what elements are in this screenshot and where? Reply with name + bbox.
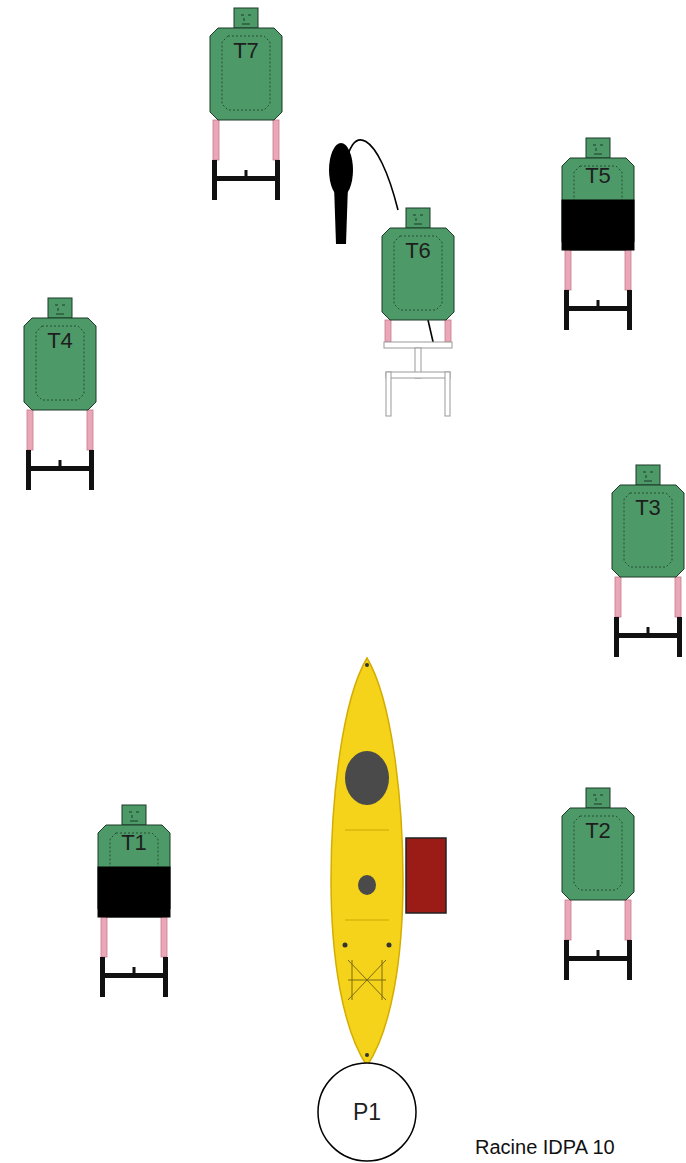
- cable: [345, 140, 398, 210]
- target-outline: [562, 788, 634, 900]
- barricade-box: [406, 838, 446, 913]
- position-label: P1: [317, 1099, 417, 1126]
- target-outline: [562, 138, 634, 250]
- target-number: T2: [562, 818, 634, 844]
- target-number: T4: [24, 328, 96, 354]
- target: T3: [612, 465, 684, 577]
- target-number: T7: [210, 38, 282, 64]
- target: T2: [562, 788, 634, 900]
- target-number: T3: [612, 495, 684, 521]
- target-outline: [382, 208, 454, 320]
- kayak: [331, 658, 403, 1066]
- target: T4: [24, 298, 96, 410]
- target-number: T6: [382, 238, 454, 264]
- target: T6: [382, 208, 454, 320]
- stage-caption: Racine IDPA 10: [475, 1136, 615, 1159]
- target-outline: [24, 298, 96, 410]
- target-outline: [612, 465, 684, 577]
- target: T1: [98, 805, 170, 917]
- target-number: T1: [98, 830, 170, 856]
- shooting-position: P1: [317, 1062, 417, 1162]
- target-outline: [98, 805, 170, 917]
- target: T5: [562, 138, 634, 250]
- target-number: T5: [562, 163, 634, 189]
- target: T7: [210, 8, 282, 120]
- popper-target: [329, 143, 353, 244]
- target-stands: [26, 120, 682, 997]
- target-outline: [210, 8, 282, 120]
